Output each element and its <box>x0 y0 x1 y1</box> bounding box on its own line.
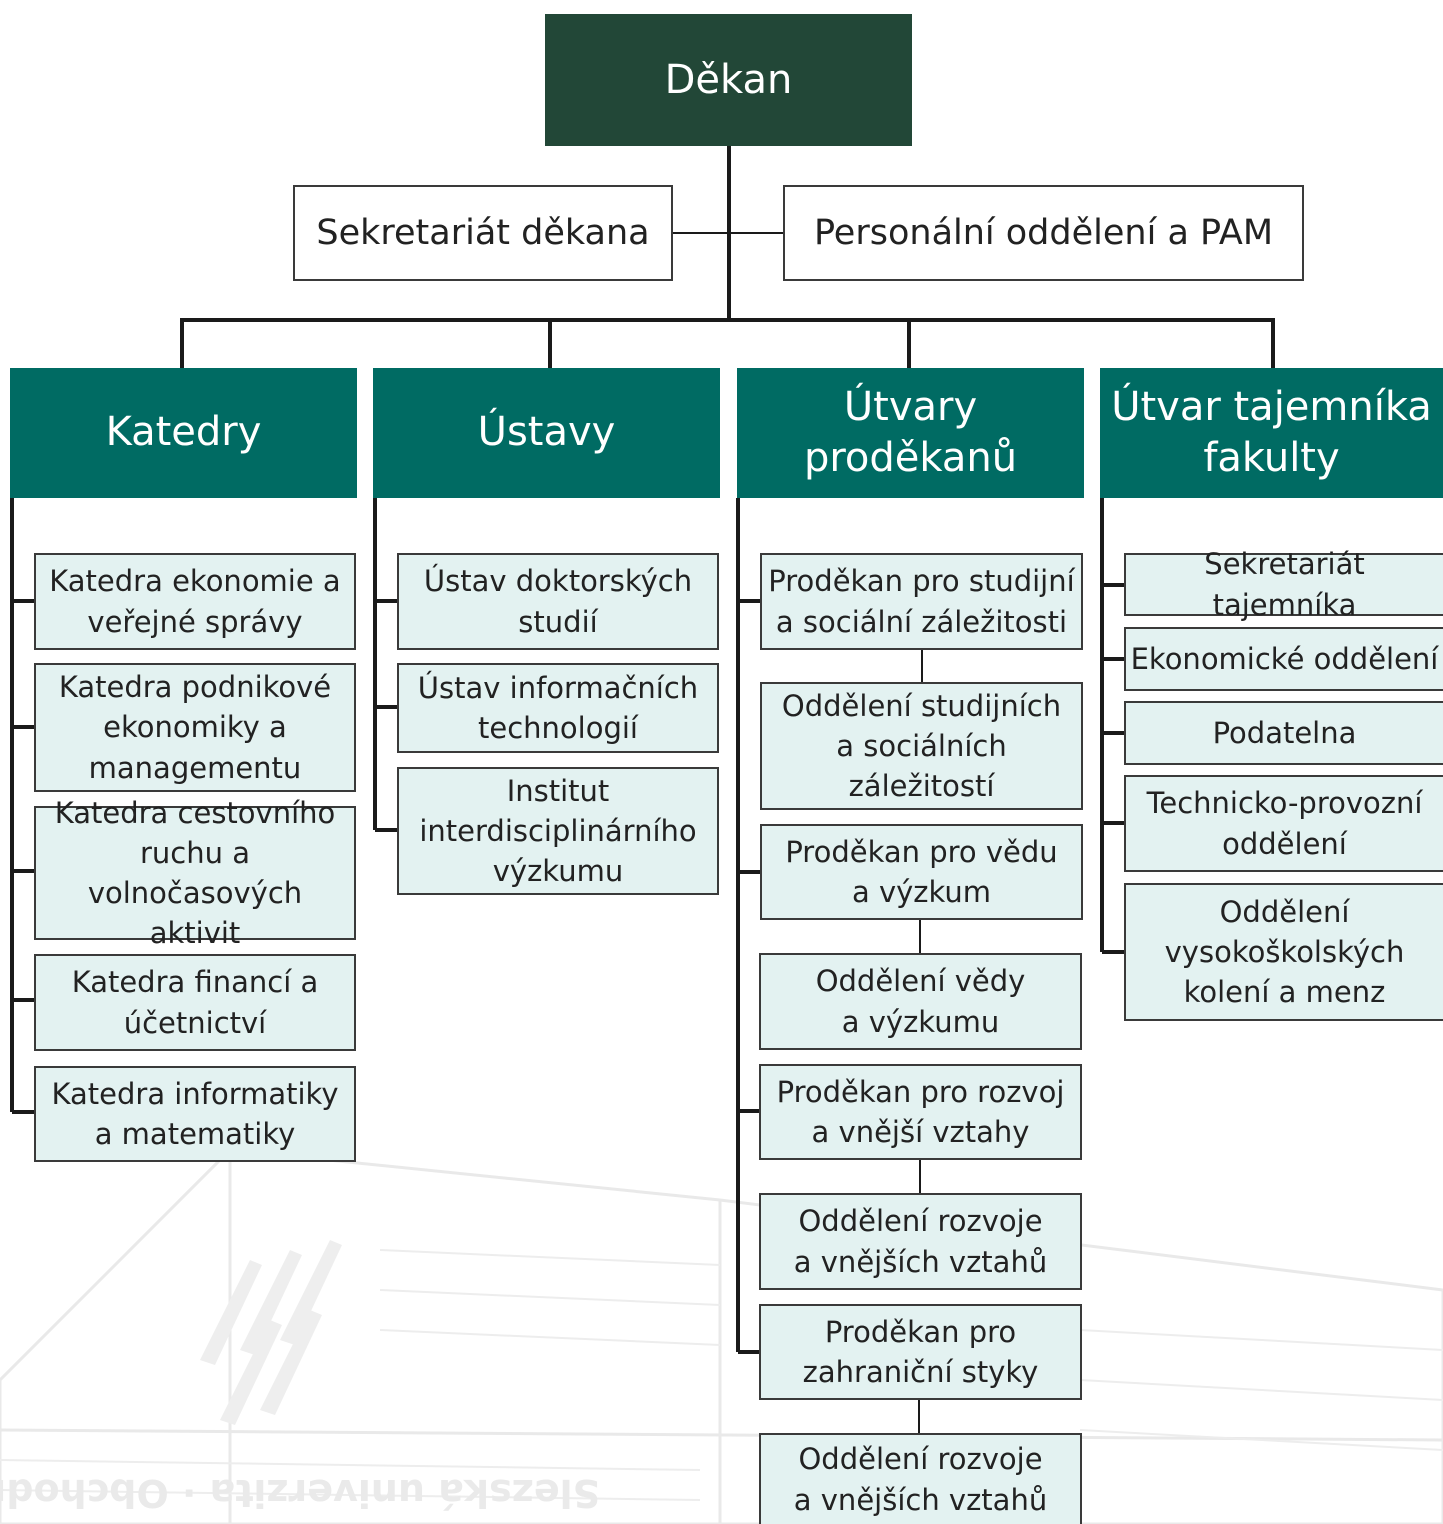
unit-box: Ekonomické oddělení <box>1124 627 1443 691</box>
unit-label: Oddělení rozvoje a vnějších vztahů <box>793 1204 1048 1279</box>
unit-label: Katedra cestovního ruchu a volnočasových… <box>54 795 336 951</box>
unit-label: Katedra financí a účetnictví <box>71 965 319 1040</box>
unit-label: Institut interdisciplinárního výzkumu <box>419 773 697 888</box>
unit-label: Proděkan pro studijní a sociální záležit… <box>768 564 1075 639</box>
unit-box: Katedra ekonomie a veřejné správy <box>34 553 356 650</box>
unit-label: Ústav doktorských studií <box>423 564 693 639</box>
unit-label: Sekretariát tajemníka <box>1204 547 1365 622</box>
unit-label: Ústav informačních technologií <box>417 670 699 745</box>
unit-box: Proděkan pro studijní a sociální záležit… <box>760 553 1083 650</box>
unit-box: Oddělení vědy a výzkumu <box>759 953 1082 1050</box>
dean-label: Děkan <box>664 57 793 103</box>
column-header-label: Ústavy <box>477 409 616 456</box>
unit-label: Oddělení studijních a sociálních záležit… <box>781 688 1062 803</box>
unit-label: Proděkan pro rozvoj a vnější vztahy <box>776 1074 1065 1149</box>
dean-box: Děkan <box>545 14 912 146</box>
unit-box: Podatelna <box>1124 701 1443 765</box>
unit-label: Oddělení vysokoškolských kolení a menz <box>1164 894 1405 1009</box>
unit-label: Ekonomické oddělení <box>1130 641 1439 676</box>
watermark-text: Slezská univerzita · Obchodně podnikatel… <box>0 1471 600 1515</box>
unit-box: Katedra podnikové ekonomiky a management… <box>34 663 356 792</box>
unit-box: Oddělení vysokoškolských kolení a menz <box>1124 883 1443 1021</box>
unit-label: Podatelna <box>1212 715 1357 750</box>
unit-box: Oddělení studijních a sociálních záležit… <box>760 682 1083 810</box>
unit-box: Katedra informatiky a matematiky <box>34 1066 356 1162</box>
unit-box: Ústav informačních technologií <box>397 663 719 753</box>
column-header-label: Útvary proděkanů <box>803 383 1018 481</box>
personnel-department-box: Personální oddělení a PAM <box>783 185 1304 281</box>
column-header-ustavy: Ústavy <box>373 368 720 498</box>
unit-box: Katedra financí a účetnictví <box>34 954 356 1051</box>
unit-box: Sekretariát tajemníka <box>1124 547 1443 622</box>
unit-label: Technicko-provozní oddělení <box>1146 786 1423 861</box>
dean-secretariat-label: Sekretariát děkana <box>316 213 650 253</box>
column-header-label: Katedry <box>105 409 262 456</box>
unit-box: Oddělení rozvoje a vnějších vztahů <box>759 1193 1082 1290</box>
column-header-utvary-prodekanu: Útvary proděkanů <box>737 368 1084 498</box>
unit-box: Proděkan pro vědu a výzkum <box>760 824 1083 920</box>
unit-box: Ústav doktorských studií <box>397 553 719 650</box>
column-header-label: Útvar tajemníka fakulty <box>1111 383 1432 481</box>
unit-label: Katedra ekonomie a veřejné správy <box>49 564 341 639</box>
personnel-department-label: Personální oddělení a PAM <box>813 213 1274 253</box>
unit-label: Oddělení vědy a výzkumu <box>815 964 1026 1039</box>
column-header-katedry: Katedry <box>10 368 357 498</box>
unit-label: Proděkan pro vědu a výzkum <box>785 834 1058 909</box>
unit-box: Proděkan pro zahraniční styky <box>759 1304 1082 1400</box>
unit-box: Proděkan pro rozvoj a vnější vztahy <box>759 1064 1082 1160</box>
unit-label: Proděkan pro zahraniční styky <box>802 1314 1039 1389</box>
unit-box: Technicko-provozní oddělení <box>1124 775 1443 872</box>
unit-box: Katedra cestovního ruchu a volnočasových… <box>34 796 356 950</box>
unit-label: Katedra podnikové ekonomiky a management… <box>58 670 332 785</box>
unit-label: Oddělení rozvoje a vnějších vztahů <box>793 1442 1048 1517</box>
column-header-utvar-tajemnika: Útvar tajemníka fakulty <box>1100 368 1443 498</box>
unit-box: Institut interdisciplinárního výzkumu <box>397 767 719 895</box>
dean-secretariat-box: Sekretariát děkana <box>293 185 673 281</box>
unit-label: Katedra informatiky a matematiky <box>51 1076 339 1151</box>
unit-box: Oddělení rozvoje a vnějších vztahů <box>759 1433 1082 1524</box>
